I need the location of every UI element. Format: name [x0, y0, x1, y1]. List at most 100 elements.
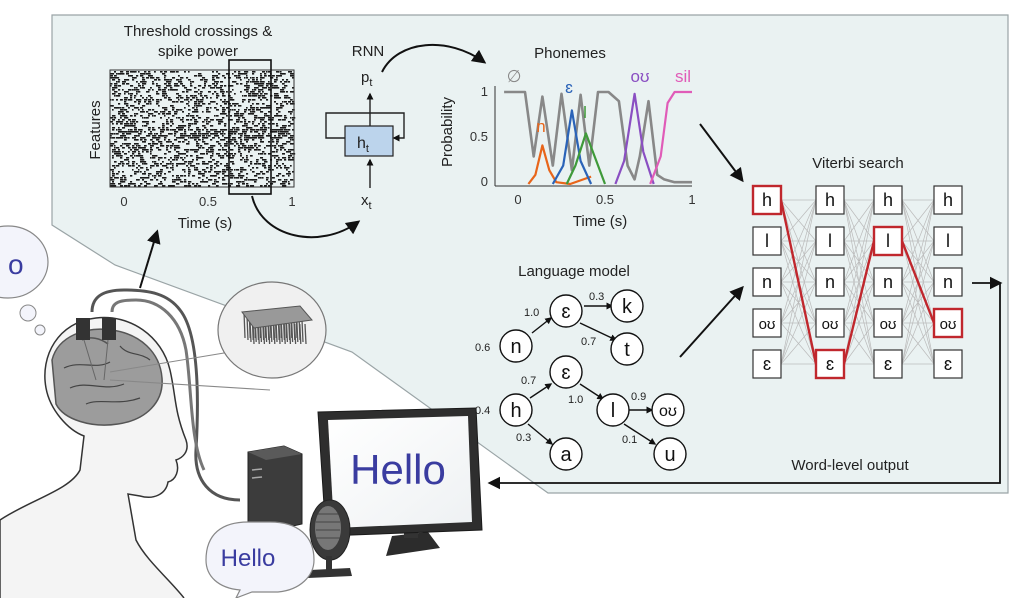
raster-frame [109, 69, 295, 188]
viterbi-lattice: Viterbi search hlnoʊɛhlnoʊɛhlnoʊɛhlnoʊɛ … [751, 155, 964, 474]
rnn-to-phonemes-arrow [381, 43, 487, 73]
lm-prob-h-eh: 0.7 [521, 375, 536, 387]
phoneme-series-line-3 [565, 132, 607, 185]
phonemes-ylabel: Probability [439, 96, 456, 167]
lm-node-h: h [510, 400, 521, 422]
viterbi-node-label: l [828, 231, 832, 251]
phonemes-xtick-1: 0.5 [596, 192, 614, 207]
lm-to-viterbi-arrow [679, 285, 744, 358]
features-ylabel: Features [87, 100, 104, 159]
viterbi-node-label: ɛ [763, 354, 771, 374]
electrode-array-zoom [217, 281, 327, 379]
viterbi-best-path-segment [842, 240, 876, 365]
lm-prob-eh-l: 1.0 [568, 394, 583, 406]
viterbi-node [933, 226, 963, 256]
viterbi-node [933, 349, 963, 379]
thought-text: o [8, 249, 24, 280]
lm-prob-n-eh: 1.0 [524, 307, 539, 319]
viterbi-node [933, 267, 963, 297]
viterbi-node [815, 308, 845, 338]
features-xtick-2: 1 [288, 194, 295, 209]
lm-node-eh-1: ɛ [561, 301, 570, 323]
viterbi-node [873, 185, 903, 215]
lm-node-l: l [611, 400, 615, 422]
features-xlabel: Time (s) [178, 215, 232, 232]
phoneme-chart: Phonemes Probability 1 0.5 0 0 0.5 1 Tim… [439, 45, 696, 230]
features-xtick-0: 0 [120, 194, 127, 209]
phonemes-title: Phonemes [534, 45, 606, 62]
viterbi-node-label: ɛ [944, 354, 952, 374]
phonemes-xlabel: Time (s) [573, 213, 627, 230]
viterbi-node [751, 184, 783, 216]
viterbi-node-label: oʊ [880, 316, 897, 333]
implant-headset [76, 288, 241, 502]
viterbi-node-label: l [765, 231, 769, 251]
language-model-title: Language model [518, 263, 630, 280]
lm-node-u: u [664, 444, 675, 466]
person-illustration [0, 316, 188, 598]
viterbi-node-label: h [883, 190, 893, 210]
phoneme-series-line-5 [649, 90, 692, 185]
viterbi-node [752, 308, 782, 338]
lm-prob-h: 0.4 [475, 405, 490, 417]
lm-prob-h-a: 0.3 [516, 432, 531, 444]
viterbi-node-label: n [943, 272, 953, 292]
viterbi-best-path-segment [900, 240, 936, 324]
phonemes-ytick-0: 0 [481, 174, 488, 189]
features-title-line1: Threshold crossings & [124, 23, 272, 40]
rnn-recurrent-loop [325, 112, 405, 142]
lm-node-eh-2: ɛ [561, 362, 570, 384]
viterbi-node-label: h [762, 190, 772, 210]
lm-node-n: n [510, 336, 521, 358]
viterbi-node [752, 349, 782, 379]
rnn-hidden-label: ht [357, 135, 369, 155]
features-title-line2: spike power [158, 43, 238, 60]
viterbi-node-label: h [943, 190, 953, 210]
viterbi-node-label: ɛ [884, 354, 892, 374]
monitor-text: Hello [350, 446, 446, 493]
viterbi-node [752, 226, 782, 256]
viterbi-node-label: oʊ [822, 316, 839, 333]
viterbi-node-label: n [825, 272, 835, 292]
phonemes-xtick-2: 1 [688, 192, 695, 207]
viterbi-node [933, 185, 963, 215]
lm-node-k: k [622, 296, 633, 318]
phonemes-ytick-1: 1 [481, 84, 488, 99]
viterbi-node [815, 267, 845, 297]
viterbi-title: Viterbi search [812, 155, 903, 172]
window-to-rnn-arrow [251, 195, 361, 239]
viterbi-node [815, 226, 845, 256]
phonemes-ytick-05: 0.5 [470, 129, 488, 144]
viterbi-node-label: n [762, 272, 772, 292]
phoneme-label-n: n [536, 117, 545, 136]
viterbi-node [873, 267, 903, 297]
viterbi-node-label: ɛ [826, 354, 834, 374]
phoneme-label-null: ∅ [507, 67, 522, 86]
rnn-input-label: xt [361, 192, 372, 212]
phonemes-to-viterbi-arrow [699, 123, 744, 183]
phoneme-label-ou: oʊ [630, 67, 649, 86]
computer-tower [247, 445, 303, 533]
viterbi-node [873, 349, 903, 379]
zoom-line-1 [109, 351, 231, 373]
monitor: Hello [317, 407, 483, 556]
viterbi-node [814, 348, 846, 380]
viterbi-node-label: n [883, 272, 893, 292]
thought-bubble: o [0, 225, 49, 336]
viterbi-node-label: l [886, 231, 890, 251]
speaker [308, 499, 352, 578]
viterbi-node-label: l [946, 231, 950, 251]
rnn-diagram: RNN pt ht xt [325, 43, 405, 212]
phoneme-series-line-1 [527, 144, 592, 186]
viterbi-node [815, 185, 845, 215]
viterbi-node [752, 267, 782, 297]
brain-to-features-arrow [139, 229, 161, 289]
rnn-title: RNN [352, 43, 385, 60]
lm-node-ou: oʊ [659, 403, 677, 420]
phoneme-series-line-0 [504, 90, 692, 184]
lm-node-a: a [560, 444, 572, 466]
language-model-graph: Language model n ɛ k t h ɛ a l [475, 263, 687, 471]
word-level-output-label: Word-level output [791, 457, 909, 474]
lm-node-t: t [624, 339, 630, 361]
